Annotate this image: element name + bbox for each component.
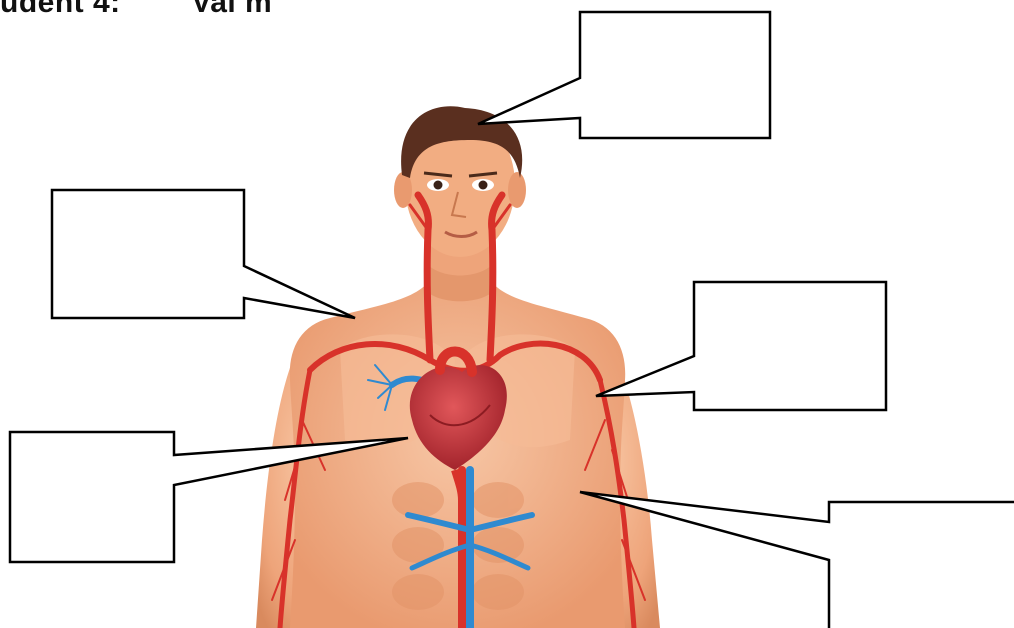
label-box-head[interactable] bbox=[478, 12, 770, 138]
label-box-neck-artery[interactable] bbox=[52, 190, 355, 318]
label-box-arm-artery[interactable] bbox=[596, 282, 886, 410]
